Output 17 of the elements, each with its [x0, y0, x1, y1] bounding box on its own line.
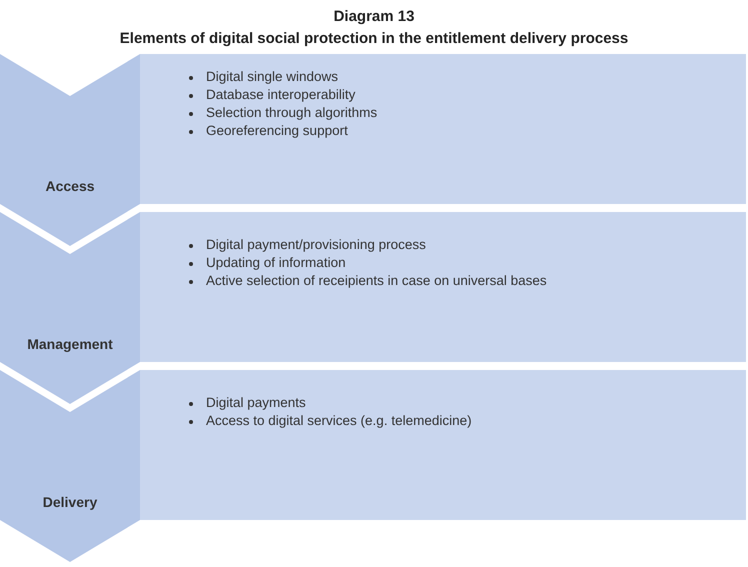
bullet-text: Selection through algorithms	[206, 105, 378, 120]
bullet-text: Database interoperability	[206, 87, 356, 102]
bullet-text: Digital payment/provisioning process	[206, 237, 426, 252]
stage-label: Management	[26, 336, 114, 352]
stage-label: Delivery	[42, 494, 98, 510]
bullet-text: Active selection of receipients in case on universal bases	[206, 273, 547, 288]
bullet-text: Georeferencing support	[206, 123, 348, 138]
content-panel	[140, 212, 746, 362]
bullet-text: Access to digital services (e.g. telemedicine)	[206, 413, 472, 428]
bullet-text: Digital payments	[206, 395, 306, 410]
bullet-text: Digital single windows	[206, 69, 338, 84]
diagram-title: Diagram 13	[332, 8, 416, 25]
content-panel	[140, 370, 746, 520]
content-panel	[140, 54, 746, 204]
diagram-subtitle: Elements of digital social protection in the entitlement delivery process	[118, 30, 630, 47]
stage-label: Access	[44, 178, 96, 194]
bullet-text: Updating of information	[206, 255, 346, 270]
